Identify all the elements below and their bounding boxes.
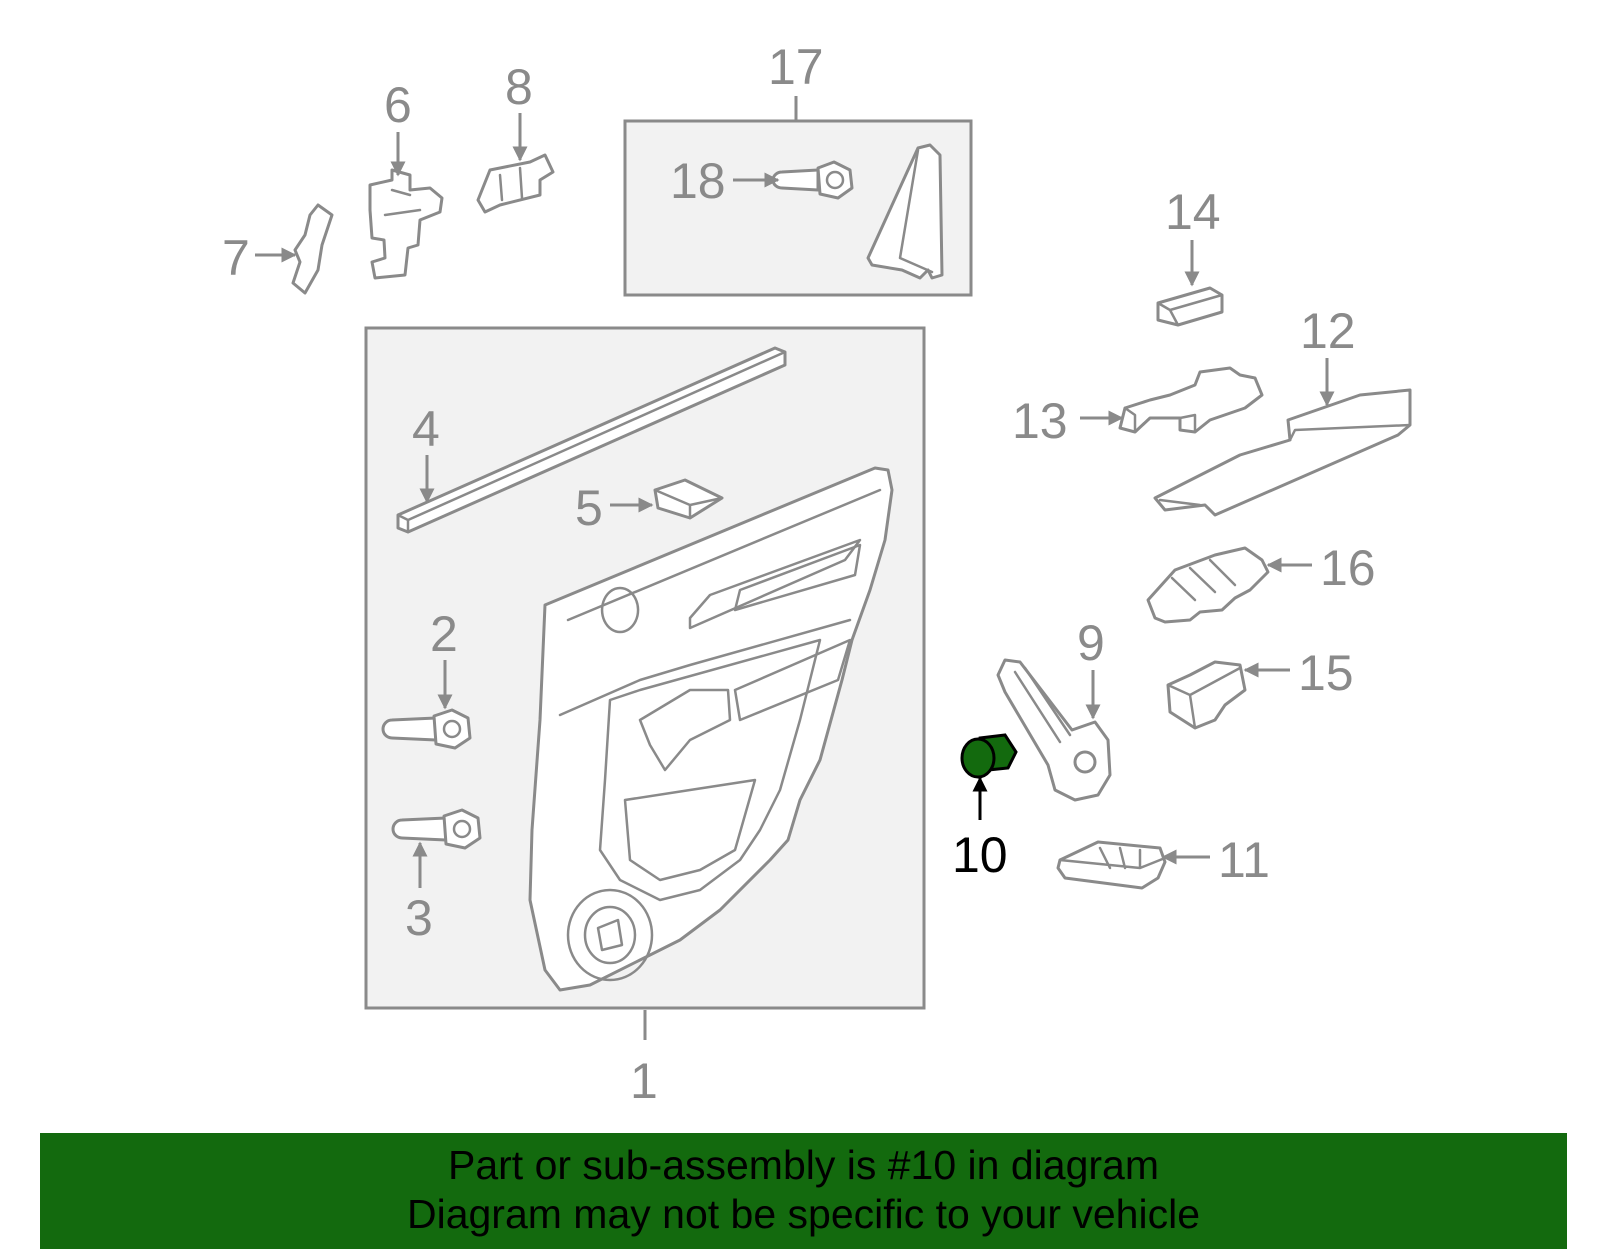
part-12-armrest bbox=[1153, 388, 1412, 517]
info-banner: Part or sub-assembly is #10 in diagram D… bbox=[40, 1133, 1567, 1249]
part-1-door-panel bbox=[528, 466, 894, 992]
label-11: 11 bbox=[1218, 832, 1270, 888]
label-6: 6 bbox=[384, 77, 412, 133]
part-10-highlighted[interactable] bbox=[960, 733, 1018, 779]
part-2-bolt bbox=[381, 708, 472, 750]
part-13-switch bbox=[1118, 366, 1264, 434]
label-15: 15 bbox=[1298, 645, 1354, 701]
part-6-bracket bbox=[368, 168, 444, 280]
part-3-bolt bbox=[391, 808, 482, 850]
label-16: 16 bbox=[1320, 540, 1376, 596]
label-14: 14 bbox=[1165, 184, 1221, 240]
label-3: 3 bbox=[405, 890, 433, 946]
banner-line-1: Part or sub-assembly is #10 in diagram bbox=[448, 1142, 1159, 1188]
parts-diagram: 7 6 8 17 18 14 12 13 bbox=[222, 39, 1412, 1109]
part-7-clip bbox=[291, 203, 334, 295]
part-14-cap bbox=[1156, 286, 1224, 327]
label-1: 1 bbox=[630, 1053, 658, 1109]
banner-line-2: Diagram may not be specific to your vehi… bbox=[406, 1191, 1200, 1237]
label-10: 10 bbox=[952, 827, 1008, 883]
label-12: 12 bbox=[1300, 303, 1356, 359]
label-8: 8 bbox=[505, 59, 533, 115]
label-5: 5 bbox=[575, 480, 603, 536]
label-13: 13 bbox=[1012, 393, 1068, 449]
part-9-pull-handle bbox=[996, 658, 1112, 802]
part-15-switch bbox=[1166, 660, 1247, 730]
part-4-weatherstrip bbox=[396, 346, 787, 534]
part-17-garnish bbox=[866, 143, 944, 280]
part-18-bolt bbox=[771, 160, 854, 200]
label-2: 2 bbox=[430, 606, 458, 662]
label-18: 18 bbox=[670, 153, 726, 209]
label-17: 17 bbox=[768, 39, 824, 95]
part-16-switch-panel bbox=[1146, 546, 1270, 624]
label-7: 7 bbox=[222, 230, 250, 286]
part-5-pad bbox=[653, 478, 724, 520]
part-8-clip bbox=[476, 153, 555, 214]
label-4: 4 bbox=[412, 401, 440, 457]
label-9: 9 bbox=[1077, 615, 1105, 671]
part-11-cover bbox=[1056, 840, 1167, 890]
